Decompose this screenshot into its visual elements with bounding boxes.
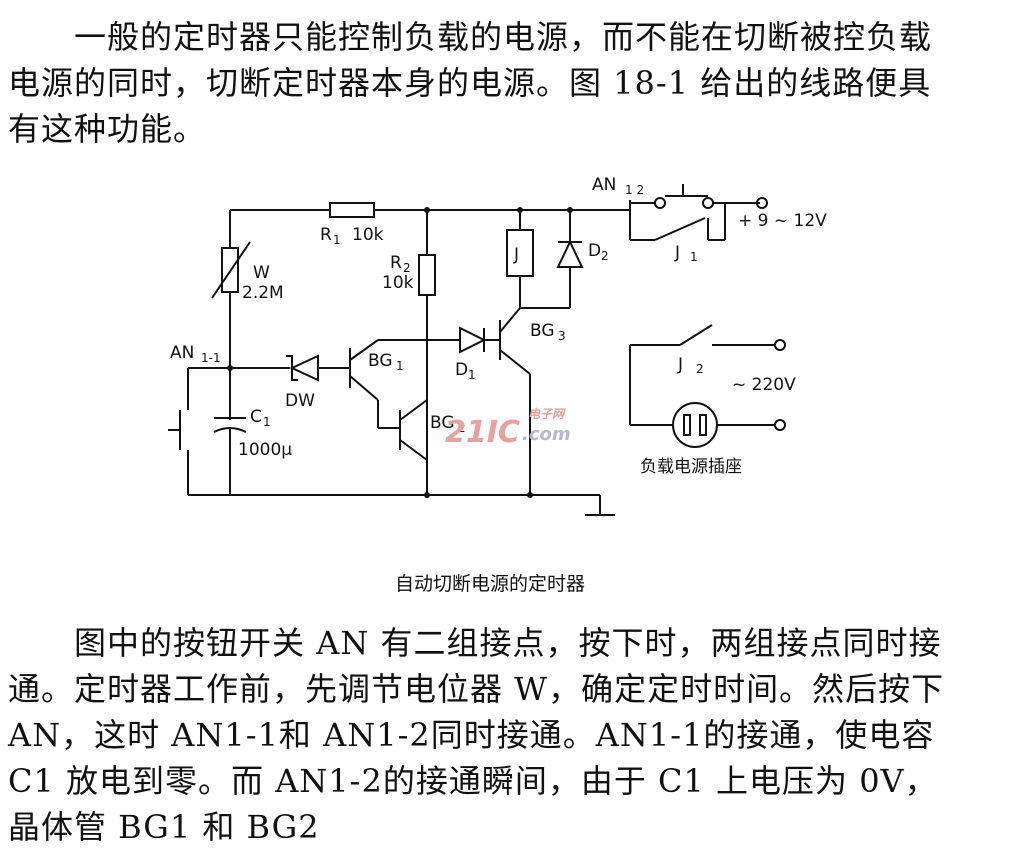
j2-sub: 2 <box>696 362 704 376</box>
d2-diode <box>556 239 584 268</box>
r1-label: R <box>320 225 332 245</box>
c1-label: C <box>250 407 262 427</box>
watermark-logo: 21IC <box>445 415 520 450</box>
bg3-label: BG <box>530 321 555 341</box>
r2-sub: 2 <box>403 261 411 275</box>
bg2-emitter <box>399 439 428 461</box>
explanation-paragraph: 图中的按钮开关 AN 有二组接点，按下时，两组接点同时接通。定时器工作前，先调节… <box>8 624 945 846</box>
an11-label: AN <box>170 343 194 363</box>
zener-dw <box>289 354 319 382</box>
ac-label: ~ 220V <box>732 375 796 395</box>
bg2-collector <box>399 399 428 421</box>
dw-label: DW <box>285 391 315 411</box>
socket-outlet <box>672 402 718 448</box>
socket-label: 负载电源插座 <box>640 457 742 477</box>
watermark-sub: .com <box>522 424 571 445</box>
d1-label: D <box>455 360 468 380</box>
relay-coil <box>506 229 534 277</box>
intro-paragraph: 一般的定时器只能控制负载的电源，而不能在切断被控负载电源的同时，切断定时器本身的… <box>8 18 933 148</box>
w-pot-arrow <box>211 241 251 299</box>
ac-terminal-top <box>774 339 786 351</box>
watermark-top: 电子网 <box>528 407 566 421</box>
bg3-collector <box>499 307 521 333</box>
bg1-sub: 1 <box>396 359 404 373</box>
j1-blade <box>654 217 706 241</box>
j1-sub: 1 <box>690 250 698 264</box>
d2-sub: 2 <box>601 249 609 263</box>
an12-contact-right <box>702 197 714 209</box>
bg3-emitter <box>499 349 531 375</box>
relay-label: J <box>513 245 519 265</box>
c1-value: 1000μ <box>238 440 292 460</box>
supply-terminal-plus <box>756 197 768 209</box>
j1-label: J <box>674 243 680 263</box>
circuit-diagram: AN 1 2 + 9 ~ 12V J 1 W 2.2M R 1 10k R 2 … <box>168 175 827 595</box>
socket-pin-left <box>683 414 691 436</box>
r1-resistor <box>329 202 375 218</box>
an12-sub: 1 2 <box>625 183 644 197</box>
bg3-sub: 3 <box>558 329 566 343</box>
supply-label: + 9 ~ 12V <box>738 211 827 231</box>
d1-sub: 1 <box>468 368 476 382</box>
bg2-sub: 2 <box>458 421 466 435</box>
r1-value: 10k <box>352 225 384 245</box>
an11-sub: 1-1 <box>201 351 221 365</box>
figure-caption: 自动切断电源的定时器 <box>395 573 585 595</box>
j2-label: J <box>677 355 683 375</box>
ac-terminal-bottom <box>774 419 786 431</box>
junction-bg2-bottom <box>424 492 430 498</box>
socket-pin-right <box>699 414 707 436</box>
bg1-label: BG <box>368 351 393 371</box>
an12-contact-left <box>654 197 666 209</box>
w-value: 2.2M <box>242 283 284 303</box>
r2-value: 10k <box>382 273 414 293</box>
junction-bg3-bottom <box>527 492 533 498</box>
w-label: W <box>253 263 270 283</box>
zener-dw-bar <box>286 355 298 381</box>
j2-blade <box>679 324 713 346</box>
d1-diode <box>459 326 487 354</box>
d2-label: D <box>588 241 601 261</box>
an12-label: AN <box>592 175 616 195</box>
bg1-emitter <box>349 375 379 401</box>
r2-resistor <box>418 254 436 296</box>
bg1-collector <box>349 339 379 361</box>
bg2-label: BG <box>430 413 455 433</box>
r2-label: R <box>390 253 402 273</box>
r1-sub: 1 <box>333 233 341 247</box>
c1-sub: 1 <box>263 415 271 429</box>
